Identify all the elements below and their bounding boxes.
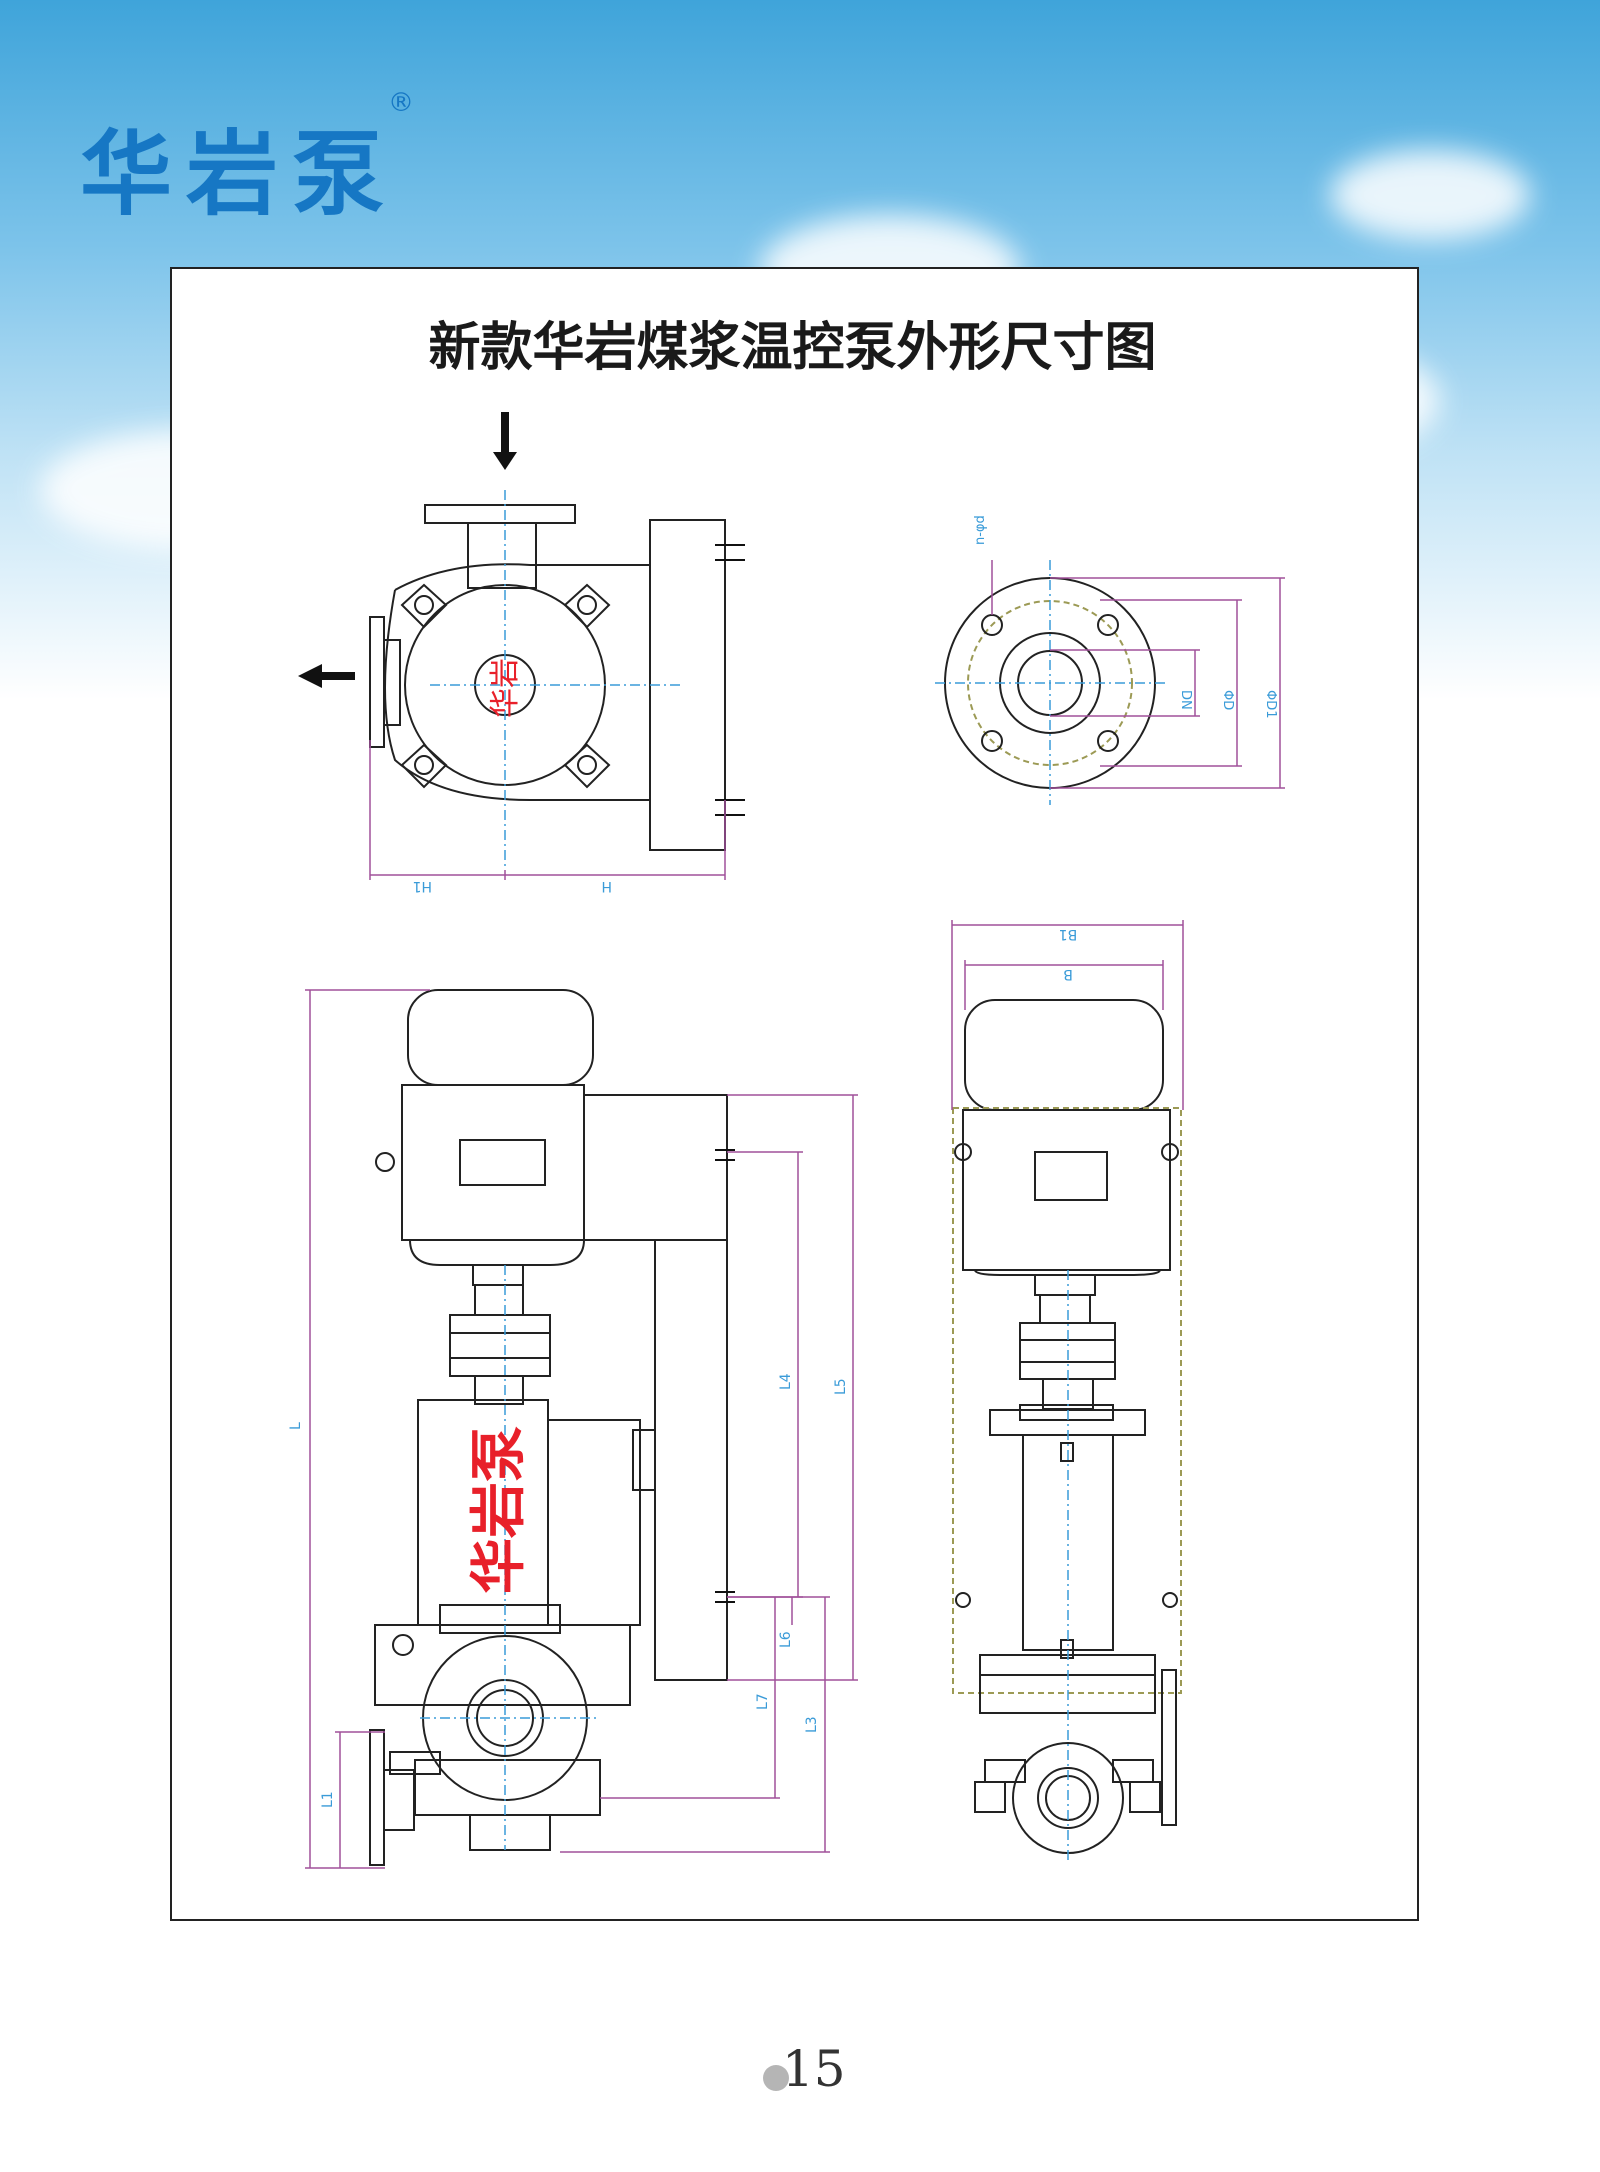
- dim-label-l5: L5: [833, 1378, 849, 1395]
- top-view-pump-label: 华岩: [488, 658, 523, 718]
- cloud-decoration: [1330, 150, 1530, 240]
- front-view-pump-label: 华岩泵: [467, 1426, 532, 1594]
- dim-label-nd: n-φd: [973, 515, 988, 545]
- side-view-drawing: [952, 999, 1182, 1854]
- dim-label-l4: L4: [778, 1373, 794, 1390]
- page-number: 15: [782, 2040, 846, 2098]
- dim-label-dn: DN: [1178, 690, 1193, 710]
- dim-label-d: ΦD: [1220, 690, 1235, 710]
- dim-label-l7: L7: [755, 1693, 771, 1710]
- front-view-drawing: [369, 989, 735, 1866]
- dim-label-b: B: [1063, 966, 1073, 982]
- page-title: 新款华岩煤浆温控泵外形尺寸图: [428, 318, 1157, 378]
- dim-label-h: H: [601, 878, 612, 894]
- dim-label-h1: H1: [413, 878, 432, 894]
- dim-label-l3: L3: [804, 1716, 820, 1733]
- registered-mark: ®: [388, 88, 414, 118]
- brand-logo: 华岩泵: [80, 121, 399, 228]
- dim-label-l1: L1: [320, 1791, 336, 1808]
- dim-label-l6: L6: [778, 1631, 794, 1648]
- page-number-dot: [763, 2065, 789, 2091]
- dim-label-b1: B1: [1059, 926, 1078, 942]
- top-view-drawing: [298, 412, 745, 851]
- dim-label-l: L: [288, 1422, 304, 1430]
- drawing-frame: [170, 267, 1419, 1921]
- dim-label-d1: ΦD1: [1263, 690, 1278, 719]
